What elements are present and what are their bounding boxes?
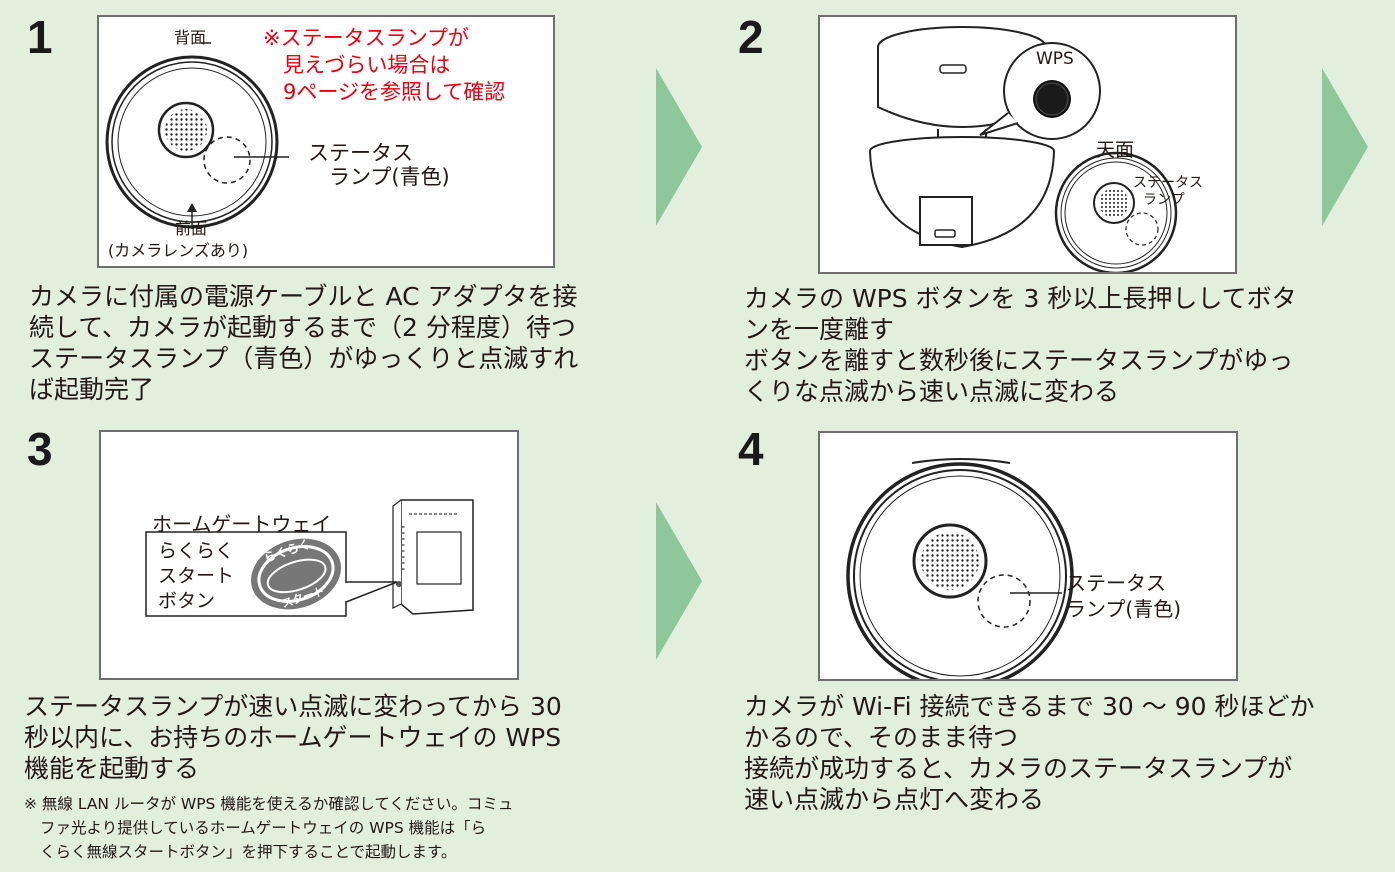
- step-1-description: カメラに付属の電源ケーブルと AC アダプタを接 続して、カメラが起動するまで（…: [29, 282, 579, 404]
- next-arrow-1: [656, 68, 702, 226]
- camera-wps-drawing: [869, 26, 1178, 272]
- home-gateway-drawing: [145, 499, 474, 617]
- step-3-description: ステータスランプが速い点滅に変わってから 30 秒以内に、お持ちのホームゲートウ…: [24, 692, 562, 783]
- step-4-description: カメラが Wi-Fi 接続できるまで 30 〜 90 秒ほどか かるので、そのま…: [744, 692, 1315, 814]
- step-4-illustration: ステータス ランプ(青色): [818, 431, 1238, 681]
- step-4-number: 4: [738, 423, 764, 475]
- step-3-illustration: ホームゲートウェイ らくらく スタート ボタン らくらく スタート: [99, 430, 519, 680]
- camera-back-drawing: [105, 42, 289, 229]
- step-2-illustration: WPS 天面 ステータス ランプ: [818, 15, 1237, 274]
- status-lamp-label: ステータス ランプ: [1133, 175, 1203, 208]
- step-3-note: ※ 無線 LAN ルータが WPS 機能を使えるか確認してください。コミュ ファ…: [24, 795, 514, 861]
- step-2-number: 2: [738, 11, 764, 63]
- back-label: 背面: [174, 28, 207, 47]
- step-3-number: 3: [27, 423, 53, 475]
- camera-connected-drawing: [846, 458, 1074, 679]
- status-lamp-label: ステータス ランプ(青色): [1066, 571, 1182, 621]
- front-label: 前面: [175, 219, 208, 238]
- step-1-number: 1: [27, 11, 53, 63]
- lamp-visibility-warning: ※ステータスランプが 見えづらい場合は 9ページを参照して確認: [263, 26, 506, 104]
- home-gateway-label: ホームゲートウェイ: [152, 512, 332, 536]
- easy-start-button-label: らくらく スタート ボタン: [158, 540, 235, 612]
- top-face-label: 天面: [1096, 139, 1135, 161]
- next-arrow-3: [656, 502, 702, 660]
- wps-button-label: WPS: [1036, 49, 1074, 69]
- status-lamp-label: ステータス ランプ(青色): [308, 141, 450, 189]
- front-lens-label: (カメラレンズあり): [108, 241, 249, 260]
- step-1-illustration: 背面 ※ステータスランプが 見えづらい場合は 9ページを参照して確認 ステータス…: [97, 15, 555, 268]
- next-arrow-2: [1322, 68, 1368, 226]
- step-2-description: カメラの WPS ボタンを 3 秒以上長押ししてボタ ンを一度離す ボタンを離す…: [744, 284, 1297, 406]
